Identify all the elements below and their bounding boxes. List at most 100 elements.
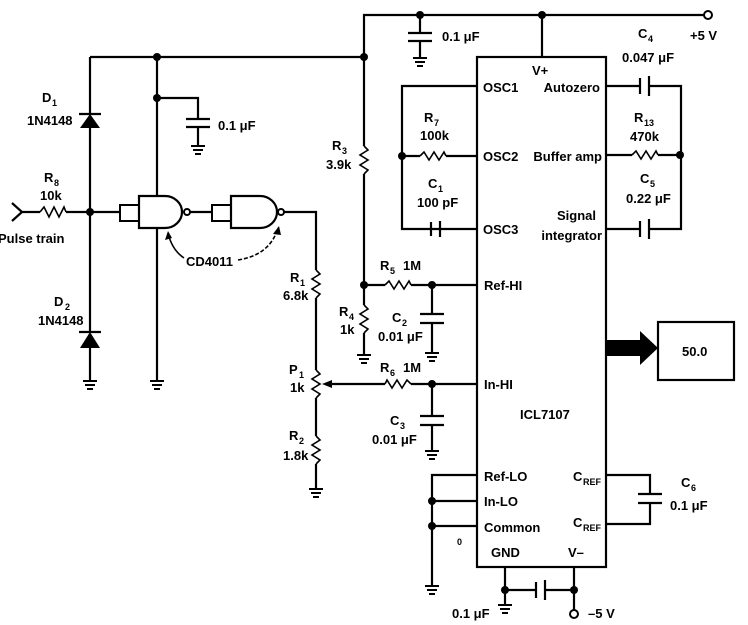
input-pulse-train[interactable]: Pulse train R 8 10k [0,170,120,246]
r8-value: 10k [40,188,62,203]
wiper-arrow-icon [322,380,332,388]
vminus-network: 0.1 μF –5 V [452,567,615,621]
r2-ref: R [289,428,299,443]
capacitor-c2: C 2 0.01 μF [378,285,444,362]
r5-value: 1M [403,258,421,273]
c6-sub: 6 [691,483,696,493]
resistor-r3: R 3 3.9k [326,57,370,285]
c4-sub: 4 [648,34,653,44]
c5-ref: C [640,171,650,186]
r3-value: 3.9k [326,157,352,172]
diode-d1: D 1 1N4148 [27,57,101,212]
c6-value: 0.1 μF [670,498,708,513]
display-value: 50.0 [682,344,707,359]
pin-cref-1: C REF [573,469,602,487]
c2-sub: 2 [402,318,407,328]
r3-ref: R [332,138,342,153]
c1-value: 100 pF [417,195,458,210]
c6-ref: C [681,475,691,490]
d2-value: 1N4148 [38,313,84,328]
pin-in-lo: In-LO [484,494,518,509]
c3-value: 0.01 μF [372,432,417,447]
pin-vminus: V– [568,545,584,560]
pin-osc1: OSC1 [483,80,518,95]
r7-value: 100k [420,128,450,143]
r4-sub: 4 [349,312,354,322]
resistor-r5: R 5 1M [364,258,476,291]
c4-ref: C [638,26,648,41]
d1-ref: D [42,90,51,105]
pin-osc3: OSC3 [483,222,518,237]
c2-ref: C [392,310,402,325]
nand-gate-1 [119,194,212,230]
vpos-label: +5 V [690,28,717,43]
r3-sub: 3 [342,146,347,156]
stray-mark: 0 [457,537,462,547]
p1-value: 1k [290,380,305,395]
pin-signal-integrator-2: integrator [541,228,602,243]
cref-1-sub: REF [583,477,602,487]
supply-rail-top: +5 V [362,10,717,57]
pin-ref-lo: Ref-LO [484,469,527,484]
d2-ref: D [54,294,63,309]
r13-ref: R [634,110,644,125]
display-box: 50.0 [656,320,736,382]
d1-value: 1N4148 [27,113,73,128]
pin-vplus: V+ [532,63,549,78]
p1-sub: 1 [299,370,304,380]
pin-buffer-amp: Buffer amp [533,149,602,164]
capacitor-top-decoupling: 0.1 μF [408,15,480,67]
supply-rail-logic [90,53,368,61]
r13-sub: 13 [644,118,654,128]
pin-cref-2: C REF [573,515,602,533]
d1-sub: 1 [52,98,57,108]
r8-ref: R [44,170,54,185]
c-vneg-value: 0.1 μF [452,606,490,621]
c3-ref: C [390,413,400,428]
resistor-r6: R 6 1M [322,360,476,390]
r8-sub: 8 [54,178,59,188]
c4-value: 0.047 μF [622,50,674,65]
c2-value: 0.01 μF [378,329,423,344]
cref-2-sub: REF [583,523,602,533]
vneg-label: –5 V [588,606,615,621]
pin-gnd: GND [491,545,520,560]
r7-sub: 7 [434,118,439,128]
resistor-r2: R 2 1.8k [283,428,324,498]
input-label: Pulse train [0,231,65,246]
pin-autozero: Autozero [544,80,600,95]
c3-sub: 3 [400,421,405,431]
cref-2-c: C [573,515,583,530]
capacitor-c6: C 6 0.1 μF [606,473,708,526]
d2-sub: 2 [65,302,70,312]
pin-common: Common [484,520,540,535]
ic-icl7107: V+ OSC1 OSC2 OSC3 Autozero Buffer amp Si… [475,15,608,569]
oscillator-network: R 7 100k C 1 100 pF [398,84,477,237]
r4-ref: R [339,304,349,319]
r4-value: 1k [340,322,355,337]
r1-value: 6.8k [283,288,309,303]
ic-name: ICL7107 [520,407,570,422]
c5-sub: 5 [650,179,655,189]
nand-gate-2 [211,194,318,270]
vpos-terminal [703,10,713,20]
diode-d2: D 2 1N4148 [38,212,101,390]
cref-1-c: C [573,469,583,484]
r1-ref: R [290,270,300,285]
r5-sub: 5 [390,266,395,276]
r6-ref: R [380,360,390,375]
capacitor-c3: C 3 0.01 μF [372,384,444,460]
integrator-network: C 4 0.047 μF R 13 470k C 5 0.22 μF [606,26,684,239]
potentiometer-p1[interactable]: P 1 1k [289,362,322,436]
r7-ref: R [424,110,434,125]
resistor-r4: R 4 1k [339,285,372,364]
c1-ref: C [428,176,438,191]
c-top-value: 0.1 μF [442,29,480,44]
pin-in-hi: In-HI [484,377,513,392]
vneg-terminal [569,609,579,619]
pin-signal-integrator-1: Signal [557,208,596,223]
output-bus-arrow-icon [606,331,658,365]
r5-ref: R [380,258,390,273]
cd4011-label: CD4011 [186,254,233,269]
